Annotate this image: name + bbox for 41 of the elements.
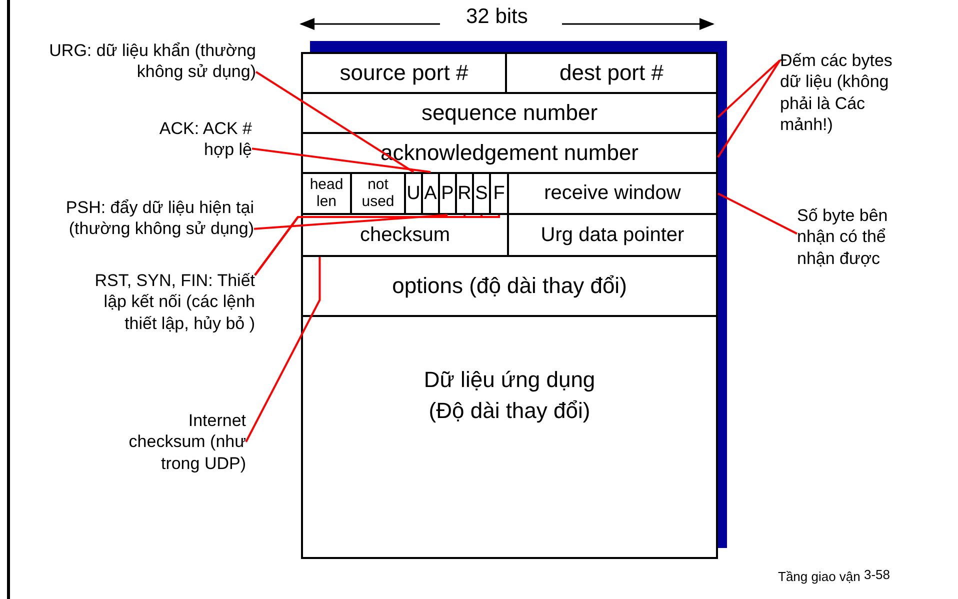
field-label: head len [308,177,344,210]
field-label: A [424,182,437,204]
slide-number: 3-58 [864,567,890,582]
field-label: dest port # [560,60,664,86]
header-field [505,52,718,94]
callout-text: PSH: đẩy dữ liệu hiện tại (thường không sử dụng) [10,197,254,240]
field-label: S [475,182,488,204]
field-label: sequence number [421,100,598,126]
header-field [301,315,718,559]
field-label: Dữ liệu ứng dụng (Độ dài thay đổi) [422,366,596,425]
header-field [301,255,718,317]
field-label: acknowledgement number [380,140,639,166]
callout-text: URG: dữ liệu khẩn (thường không sử dụng) [46,40,256,82]
field-label: receive window [544,182,681,205]
header-field [301,52,507,94]
field-label: U [406,182,420,204]
leader-line [254,214,448,230]
field-label: not used [360,177,396,210]
callout-text: Internet checksum (như trong UDP) [114,410,246,474]
header-field [301,92,718,134]
field-label: checksum [360,224,450,246]
leader-line [717,60,781,158]
field-label: P [441,182,454,204]
leader-line [255,71,414,173]
callout-text: Số byte bên nhận có thể nhận được [797,205,919,269]
leader-line [718,192,798,235]
field-label: F [493,182,505,204]
callout-text: RST, SYN, FIN: Thiết lập kết nối (các lệnh thiết lập, hủy bỏ ) [93,270,255,334]
leader-line [717,59,781,118]
width-label: 32 bits [466,5,528,29]
tcp-segment-box [301,52,718,559]
callout-text: ACK: ACK # hợp lệ [150,118,252,160]
leader-line [252,148,431,173]
field-label: options (độ dài thay đổi) [392,273,627,299]
header-field [301,132,718,174]
field-label: Urg data pointer [540,224,684,246]
field-label: source port # [340,60,468,86]
field-label: R [458,182,472,204]
footer-text: Tầng giao vận [778,569,860,584]
leader-line [245,257,321,442]
callout-text: Đếm các bytes dữ liệu (không phải là Các mảnh!) [780,50,908,135]
